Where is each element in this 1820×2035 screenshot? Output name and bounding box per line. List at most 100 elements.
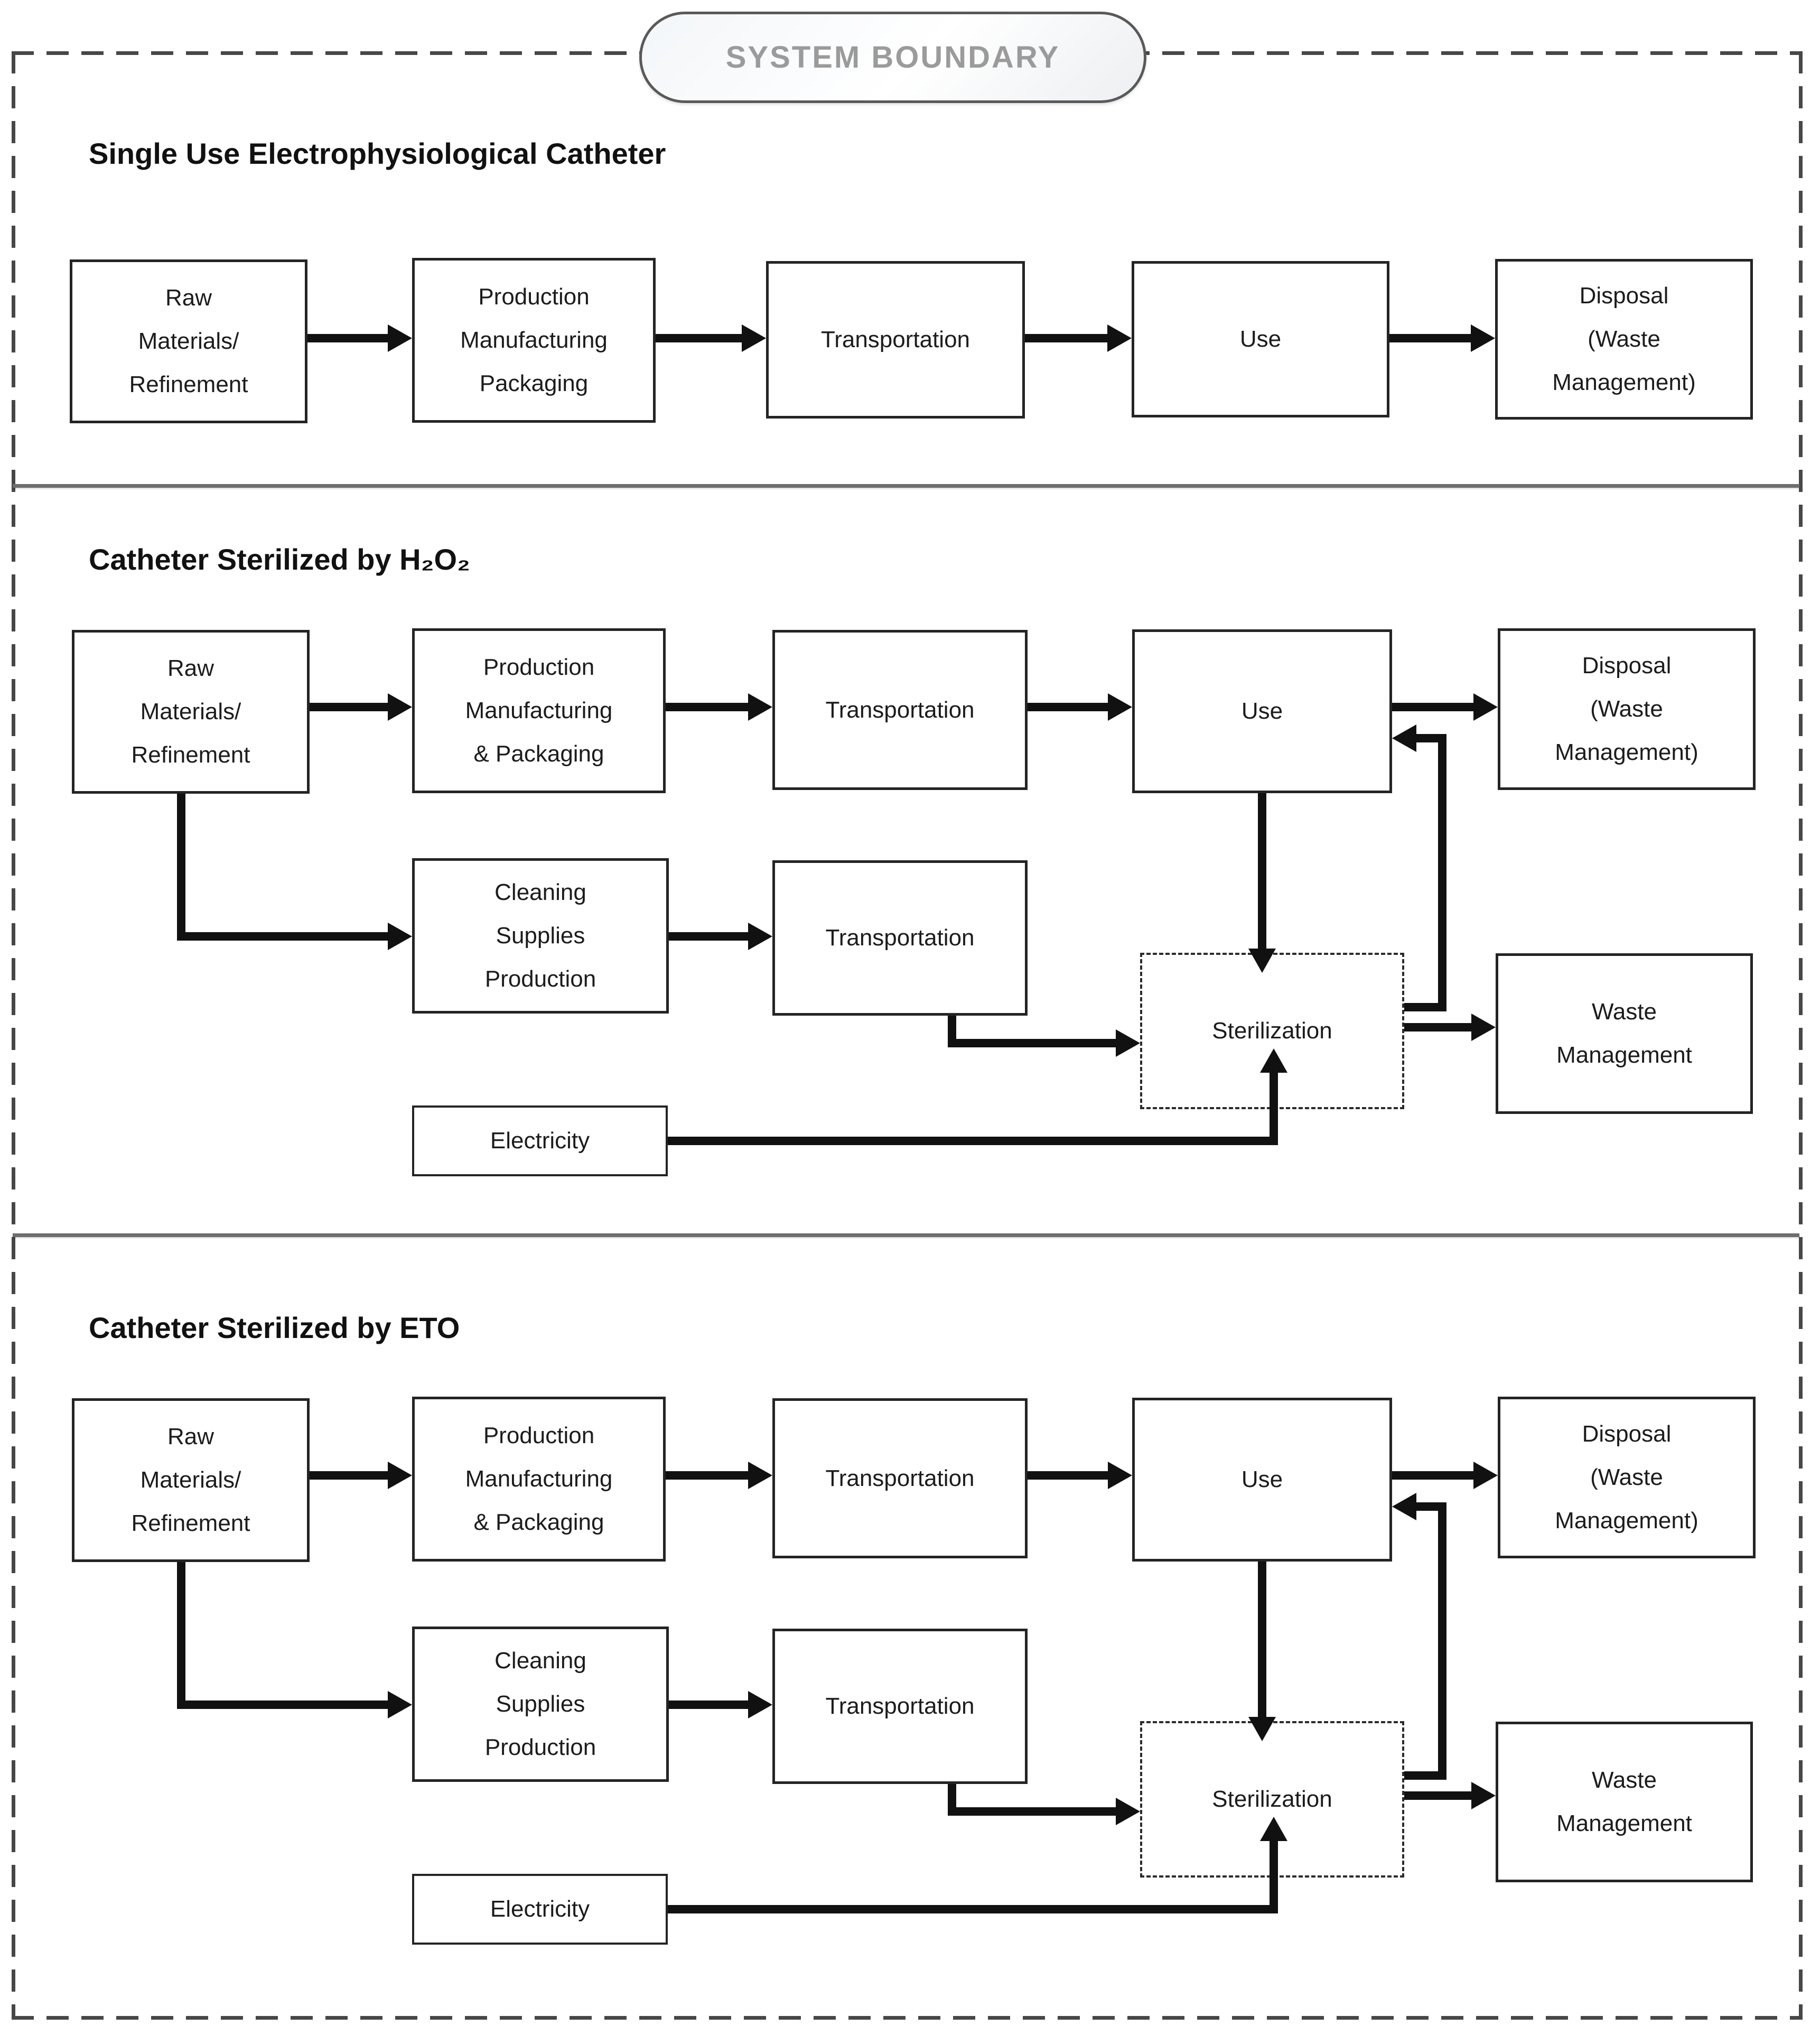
arrow-shaft	[1270, 1841, 1278, 1913]
arrow-shaft	[177, 1562, 185, 1709]
arrow-shaft	[1258, 1562, 1266, 1717]
boundary-dash-left	[12, 51, 15, 2020]
arrow-shaft	[177, 932, 388, 941]
system-boundary-label: SYSTEM BOUNDARY	[725, 40, 1060, 75]
arrow-shaft	[1404, 1003, 1446, 1011]
arrow-shaft	[177, 1701, 388, 1709]
system-boundary-capsule: SYSTEM BOUNDARY	[639, 12, 1146, 103]
arrow-shaft	[1025, 334, 1107, 342]
arrow-shaft	[948, 1807, 1116, 1816]
arrow-head	[1108, 1462, 1132, 1489]
arrow-shaft	[1404, 1791, 1471, 1800]
arrow-head	[1260, 1048, 1287, 1073]
arrow-head	[1471, 1014, 1496, 1041]
box-transportation: Transportation	[772, 1398, 1028, 1558]
panel-title: Catheter Sterilized by ETO	[89, 1311, 460, 1344]
box-label: Use	[1239, 326, 1282, 352]
box-label: Transportation	[825, 1465, 975, 1491]
box-label: Transportation	[825, 1693, 975, 1719]
arrow-head	[1248, 949, 1276, 973]
box-label: Sterilization	[1212, 1786, 1332, 1812]
box-transportation-2: Transportation	[772, 860, 1028, 1016]
arrow-shaft	[1028, 1471, 1108, 1480]
arrow-head	[1392, 724, 1416, 752]
arrow-head	[1248, 1717, 1276, 1741]
arrow-shaft	[1258, 793, 1266, 949]
arrow-shaft	[948, 1039, 1116, 1047]
arrow-shaft	[310, 1471, 388, 1480]
arrow-shaft	[669, 1701, 748, 1709]
arrow-head	[388, 324, 412, 352]
box-transportation-2: Transportation	[772, 1629, 1028, 1784]
arrow-head	[1108, 693, 1132, 721]
panel-divider-1	[13, 484, 1799, 488]
box-electricity: Electricity	[412, 1105, 668, 1176]
box-label: Electricity	[490, 1128, 590, 1154]
arrow-shaft	[1438, 1502, 1446, 1780]
box-label: Transportation	[820, 327, 970, 352]
box-use: Use	[1132, 1398, 1392, 1562]
box-label: Sterilization	[1212, 1018, 1332, 1044]
arrow-shaft	[666, 1471, 748, 1480]
boundary-dash-bottom	[12, 2016, 1803, 2020]
arrow-head	[748, 1691, 772, 1718]
arrow-head	[1107, 324, 1132, 352]
box-label: Use	[1241, 698, 1283, 724]
arrow-shaft	[668, 1905, 1278, 1913]
arrow-head	[748, 1462, 772, 1489]
arrow-head	[748, 923, 772, 950]
arrow-head	[388, 1462, 412, 1489]
panel-title: Single Use Electrophysiological Catheter	[89, 137, 666, 170]
arrow-head	[1471, 1782, 1496, 1809]
arrow-shaft	[1028, 703, 1108, 711]
arrow-head	[1471, 324, 1495, 352]
panel-divider-2	[13, 1233, 1799, 1237]
box-label: Transportation	[825, 925, 975, 951]
arrow-shaft	[1392, 703, 1473, 711]
arrow-shaft	[1438, 734, 1446, 1011]
arrow-shaft	[666, 703, 748, 711]
arrow-head	[388, 693, 412, 721]
arrow-shaft	[1416, 1502, 1438, 1511]
arrow-head	[388, 923, 412, 950]
arrow-shaft	[1270, 1073, 1278, 1145]
box-transportation: Transportation	[766, 261, 1025, 419]
arrow-shaft	[669, 932, 748, 941]
arrow-shaft	[1392, 1471, 1473, 1480]
arrow-head	[742, 324, 766, 352]
box-use: Use	[1132, 629, 1392, 793]
box-label: Use	[1241, 1466, 1283, 1492]
panel-single-use: Single Use Electrophysiological Catheter…	[0, 0, 1820, 484]
box-transportation: Transportation	[772, 630, 1028, 790]
arrow-head	[1473, 693, 1498, 721]
box-electricity: Electricity	[412, 1874, 668, 1945]
box-label: Electricity	[490, 1896, 590, 1922]
arrow-shaft	[307, 334, 388, 342]
arrow-shaft	[1404, 1771, 1446, 1780]
arrow-head	[748, 693, 772, 721]
arrow-head	[1116, 1798, 1140, 1825]
